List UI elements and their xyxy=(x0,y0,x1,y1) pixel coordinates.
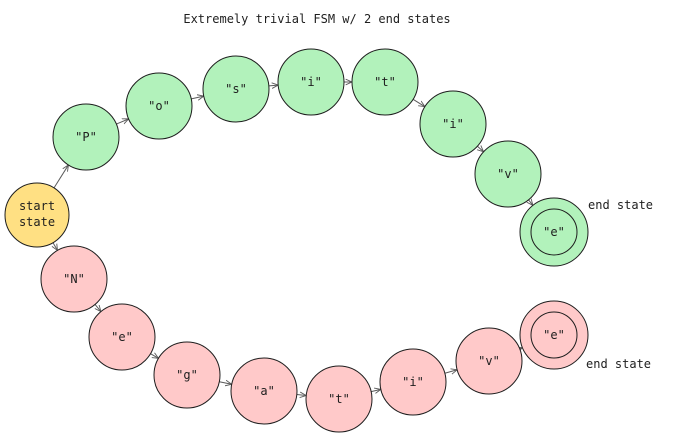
red-state-7: "v" xyxy=(455,327,523,395)
state-circle xyxy=(277,48,345,116)
state-label: "P" xyxy=(75,130,97,144)
green-state-2: "o" xyxy=(125,72,193,140)
end-state-outer-circle xyxy=(519,197,589,267)
state-circle xyxy=(455,327,523,395)
diagram-title: Extremely trivial FSM w/ 2 end states xyxy=(183,12,450,26)
red-end-state: "e" xyxy=(519,300,589,370)
state-circle xyxy=(351,48,419,116)
state-circle xyxy=(52,103,120,171)
state-label: "v" xyxy=(497,167,519,181)
state-circle xyxy=(230,357,298,425)
red-state-4: "a" xyxy=(230,357,298,425)
state-circle xyxy=(88,303,156,371)
transition-arrows xyxy=(53,82,533,395)
green-transition-arrow xyxy=(412,98,425,106)
green-state-3: "s" xyxy=(202,55,270,123)
state-label: "v" xyxy=(478,354,500,368)
state-label: "a" xyxy=(253,384,275,398)
state-label: "N" xyxy=(63,272,85,286)
red-transition-arrow xyxy=(219,382,231,385)
red-transition-arrow xyxy=(520,348,523,349)
red-path: "N" "e" "g" "a" "t" "i" "v" "e" xyxy=(40,245,589,433)
state-circle xyxy=(474,140,542,208)
red-state-3: "g" xyxy=(153,341,221,409)
start-state-circle xyxy=(4,182,70,248)
state-circle xyxy=(379,348,447,416)
state-circle xyxy=(202,55,270,123)
start-state: start state xyxy=(4,182,70,248)
state-circle xyxy=(419,90,487,158)
red-transition-arrow xyxy=(444,370,457,373)
state-label: "i" xyxy=(442,117,464,131)
green-end-state: "e" xyxy=(519,197,589,267)
green-transition-arrow xyxy=(477,146,483,152)
state-label: "g" xyxy=(176,368,198,382)
state-label: "t" xyxy=(328,392,350,406)
green-transition-arrow xyxy=(191,96,204,99)
green-state-1: "P" xyxy=(52,103,120,171)
green-state-4: "i" xyxy=(277,48,345,116)
red-transition-arrow xyxy=(53,242,57,251)
green-end-state-label: end state xyxy=(588,198,653,212)
red-state-2: "e" xyxy=(88,303,156,371)
state-label: "i" xyxy=(402,375,424,389)
end-state-inner-circle xyxy=(530,208,578,256)
green-transition-arrow xyxy=(116,119,128,125)
start-label-line2: state xyxy=(19,215,55,229)
state-label: "e" xyxy=(543,328,565,342)
state-circle xyxy=(40,245,108,313)
green-transition-arrow xyxy=(529,200,533,206)
green-state-7: "v" xyxy=(474,140,542,208)
green-path: "P" "o" "s" "i" "t" "i" "v" "e" xyxy=(52,48,589,267)
green-state-6: "i" xyxy=(419,90,487,158)
start-label-line1: start xyxy=(19,199,55,213)
red-transition-arrow xyxy=(95,304,101,311)
green-transition-arrow xyxy=(53,165,68,189)
end-state-inner-circle xyxy=(530,311,578,359)
red-transition-arrow xyxy=(371,389,381,391)
state-label: "i" xyxy=(300,75,322,89)
state-label: "e" xyxy=(543,225,565,239)
state-circle xyxy=(125,72,193,140)
green-transition-arrow xyxy=(268,85,278,86)
state-circle xyxy=(305,365,373,433)
state-label: "t" xyxy=(374,75,396,89)
red-end-state-label: end state xyxy=(586,357,651,371)
red-state-5: "t" xyxy=(305,365,373,433)
green-state-5: "t" xyxy=(351,48,419,116)
state-label: "o" xyxy=(148,99,170,113)
state-circle xyxy=(153,341,221,409)
state-label: "s" xyxy=(225,82,247,96)
red-transition-arrow xyxy=(150,354,158,359)
red-state-1: "N" xyxy=(40,245,108,313)
red-transition-arrow xyxy=(296,395,306,396)
end-state-outer-circle xyxy=(519,300,589,370)
red-state-6: "i" xyxy=(379,348,447,416)
state-label: "e" xyxy=(111,330,133,344)
